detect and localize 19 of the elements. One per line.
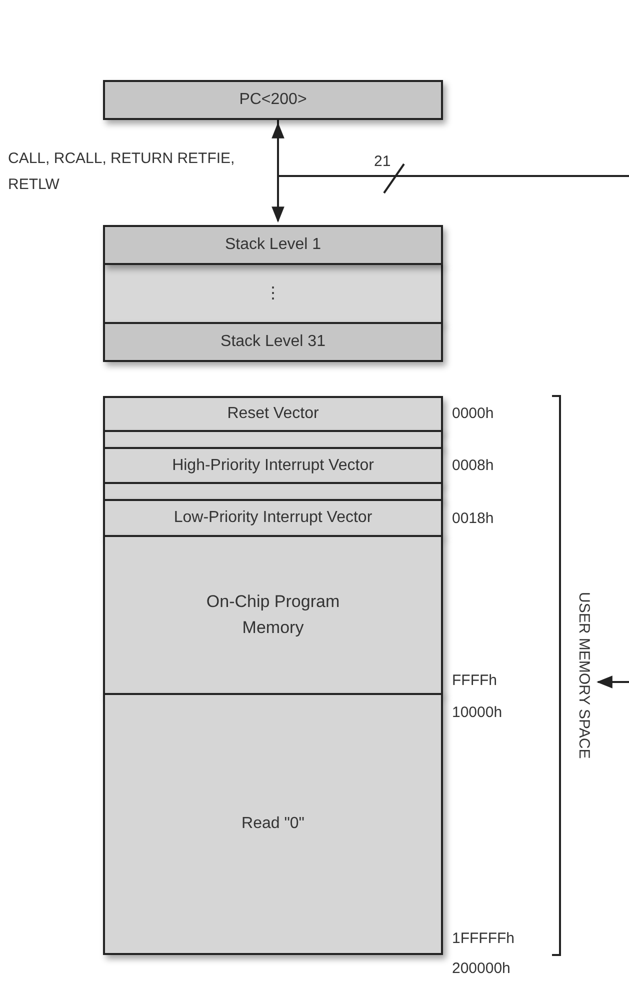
register-box: Stack Level 1: [103, 225, 443, 265]
memory-region: High-Priority Interrupt Vector: [103, 447, 443, 484]
address-label: 1FFFFFh: [452, 929, 516, 949]
address-label: 0008h: [452, 456, 495, 476]
address-label: 10000h: [452, 703, 504, 723]
memory-region: Reset Vector: [103, 396, 443, 432]
register-box: PC<200>: [103, 80, 443, 120]
instruction-list: CALL, RCALL, RETURN RETFIE, RETLW: [8, 146, 278, 198]
address-label: FFFFh: [452, 671, 498, 691]
register-box: Stack Level 31: [103, 322, 443, 362]
address-label: 0000h: [452, 404, 495, 424]
memory-region: On-Chip Program Memory: [103, 535, 443, 695]
memory-region: Low-Priority Interrupt Vector: [103, 499, 443, 537]
register-box: ⋮: [103, 263, 443, 324]
memory-space-label: USER MEMORY SPACE: [570, 540, 596, 810]
memory-region: Read "0": [103, 693, 443, 955]
address-label: 0018h: [452, 509, 495, 529]
address-label: 200000h: [452, 959, 512, 979]
edge-label: 21: [374, 154, 391, 169]
